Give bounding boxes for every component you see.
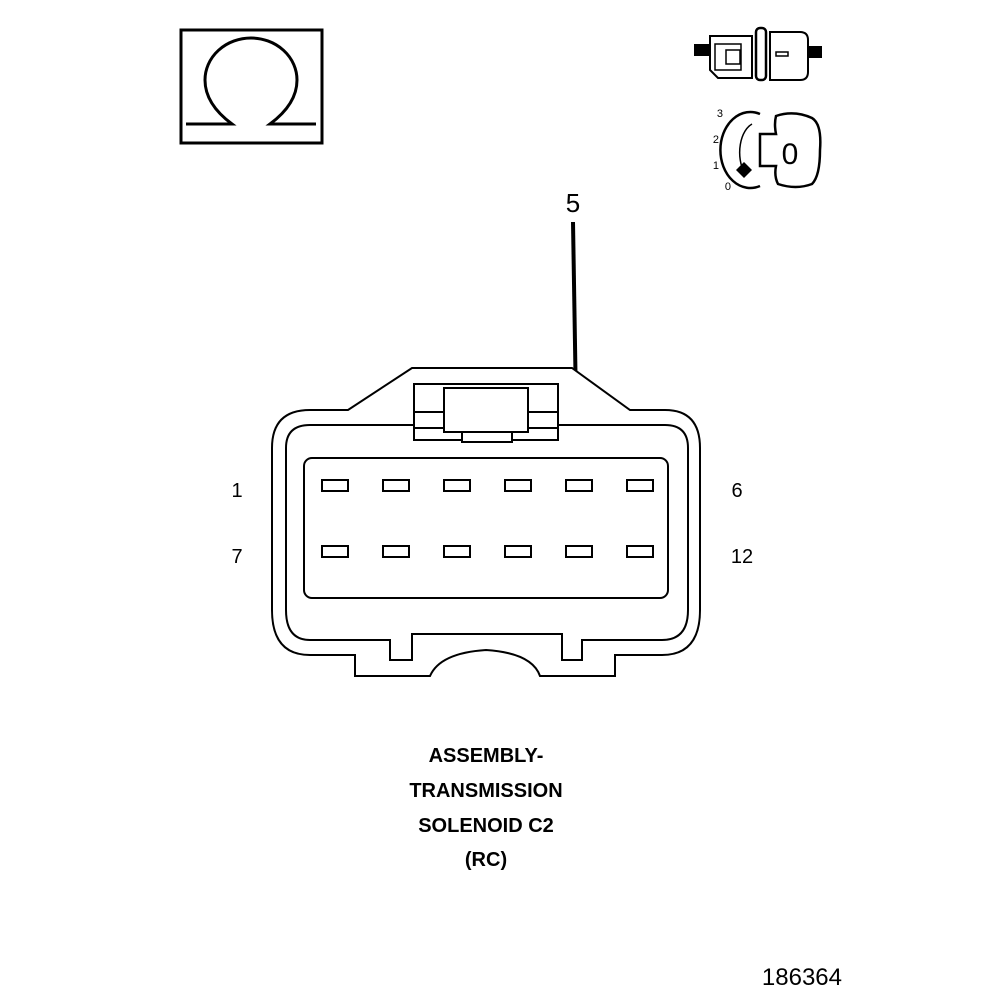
ignition-key-icon: 3 2 1 0 0 — [713, 108, 822, 193]
pin-cavity-2 — [382, 479, 410, 492]
pin-cavity-3 — [443, 479, 471, 492]
pin-row2-left-label: 7 — [231, 546, 242, 568]
terminal-face — [303, 457, 669, 599]
pin-row2-right-label: 12 — [731, 546, 753, 568]
pin-cavity-9 — [443, 545, 471, 558]
callout-number: 5 — [566, 188, 580, 218]
locking-tab — [413, 383, 559, 443]
disconnected-connector-icon — [694, 26, 822, 82]
key-position-2: 2 — [713, 134, 719, 146]
key-position-1: 1 — [713, 160, 719, 172]
pin-cavity-10 — [504, 545, 532, 558]
key-position-3: 3 — [717, 108, 723, 120]
key-position-0: 0 — [725, 181, 731, 193]
pin-cavity-6 — [626, 479, 654, 492]
pin-cavity-8 — [382, 545, 410, 558]
caption-line-4: (RC) — [465, 849, 507, 871]
pin-cavity-4 — [504, 479, 532, 492]
pin-cavity-5 — [565, 479, 593, 492]
pin-row1-left-label: 1 — [231, 480, 242, 502]
ohmmeter-icon — [179, 28, 324, 145]
pin-row1-right-label: 6 — [731, 480, 742, 502]
pin-cavity-7 — [321, 545, 349, 558]
pin-cavity-1 — [321, 479, 349, 492]
pin-cavity-11 — [565, 545, 593, 558]
caption-line-1: ASSEMBLY- — [429, 745, 544, 767]
key-position-label: 0 — [782, 138, 799, 171]
connector-pins — [321, 479, 654, 558]
connector-caption: ASSEMBLY- TRANSMISSION SOLENOID C2 (RC) — [409, 745, 562, 871]
caption-line-3: SOLENOID C2 — [418, 815, 554, 837]
pin-cavity-12 — [626, 545, 654, 558]
caption-line-2: TRANSMISSION — [409, 780, 562, 802]
connector-body — [271, 367, 701, 677]
figure-id: 186364 — [762, 964, 842, 991]
